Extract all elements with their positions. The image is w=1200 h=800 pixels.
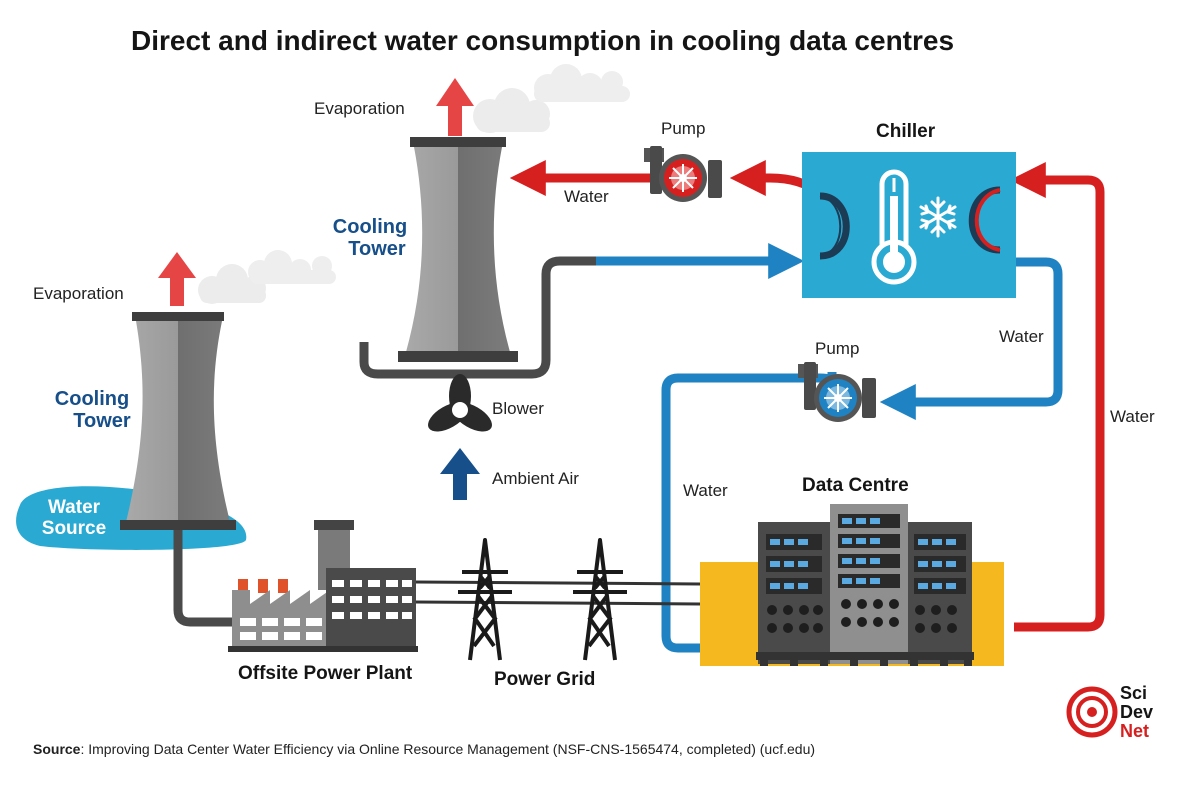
- logo-line-3: Net: [1120, 721, 1150, 741]
- pump-top-icon: [644, 146, 722, 202]
- power-plant-building: [228, 520, 418, 652]
- pump-mid-label: Pump: [815, 339, 860, 358]
- evaporation-label-left: Evaporation: [33, 284, 124, 303]
- blower-fan-icon: [428, 374, 492, 432]
- blower-label: Blower: [492, 399, 544, 418]
- offsite-power-plant-label: Offsite Power Plant: [238, 663, 413, 684]
- chiller-label: Chiller: [876, 121, 936, 142]
- cloud-icon: [198, 264, 266, 304]
- source-prefix: Source: [33, 741, 81, 757]
- cloud-icon: [473, 88, 550, 133]
- water-label-left: Water: [683, 481, 728, 500]
- water-label-top: Water: [564, 187, 609, 206]
- water-source-label-line2: Source: [41, 517, 107, 539]
- thermometer-icon: [871, 169, 917, 285]
- pylon-icon: [573, 538, 627, 661]
- pump-mid-icon: [798, 362, 876, 422]
- evaporation-label-top: Evaporation: [314, 99, 405, 118]
- ambient-air-label: Ambient Air: [492, 469, 579, 488]
- ambient-air-arrow-icon: [440, 448, 480, 500]
- cooling-tower-left-label-line2: Tower: [73, 410, 131, 432]
- power-grid-label: Power Grid: [494, 669, 596, 690]
- cooling-tower-left-label: Cooling Tower: [50, 388, 134, 432]
- snowflake-icon: [919, 196, 957, 238]
- cloud-icon: [248, 250, 336, 284]
- water-label-chiller-right: Water: [999, 327, 1044, 346]
- cooling-tower-top-label-line2: Tower: [348, 238, 406, 260]
- pipe-cool-water-to-pump: [879, 257, 1063, 420]
- cloud-icon: [534, 64, 630, 102]
- logo-line-1: Sci: [1120, 683, 1148, 703]
- scidev-logo-icon: [1066, 686, 1118, 738]
- evaporation-arrow-icon: [436, 78, 474, 136]
- power-lines: [415, 580, 701, 606]
- source-text: : Improving Data Center Water Efficiency…: [80, 741, 816, 757]
- data-centre-building: [700, 504, 1004, 666]
- pipe-hot-water-to-chiller: [1009, 162, 1105, 632]
- water-label-far-right: Water: [1110, 407, 1155, 426]
- logo-line-2: Dev: [1120, 702, 1154, 722]
- data-centre-label: Data Centre: [802, 475, 909, 496]
- pylon-icon: [458, 538, 512, 661]
- water-source-label: Water Source: [32, 497, 116, 540]
- page-title: Direct and indirect water consumption in…: [131, 25, 955, 56]
- cooling-tower-top-label-line1: Cooling: [332, 216, 408, 238]
- water-source-label-line1: Water: [47, 497, 101, 518]
- pipe-tower-to-plant: [173, 530, 236, 627]
- cooling-tower-left: [120, 312, 236, 530]
- evaporation-arrow-icon: [158, 252, 196, 306]
- source-citation: Source: Improving Data Center Water Effi…: [33, 741, 816, 757]
- cooling-tower-top: [398, 137, 518, 362]
- cooling-tower-top-label: Cooling Tower: [328, 216, 412, 260]
- cooling-tower-left-label-line1: Cooling: [54, 388, 130, 410]
- pipe-tower-to-chiller: [359, 256, 596, 379]
- pump-top-label: Pump: [661, 119, 706, 138]
- scidev-logo-text: Sci Dev Net: [1120, 684, 1153, 741]
